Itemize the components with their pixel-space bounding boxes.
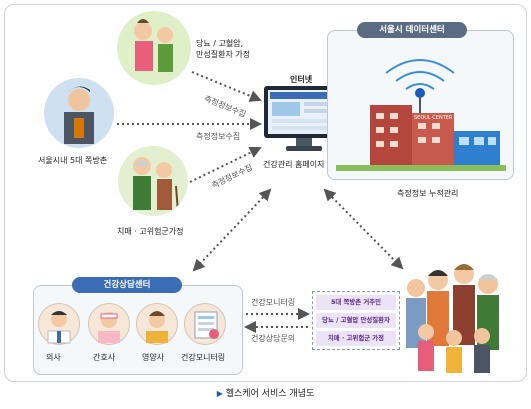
counsel-center-title: 건강상담센터 [72,277,182,293]
target-group-dementia: 치매 · 고위험군 가정 [316,331,396,346]
monitoring-illustration [184,303,226,345]
chronic-household-illustration [117,11,191,85]
nutritionist-illustration [136,303,178,345]
datacenter-caption: 측정정보 누적관리 [397,189,459,198]
dementia-household-label: 치매 · 고위험군가정 [117,227,184,236]
flow-label-consult: 건강상담문의 [251,334,296,343]
building-sign: SEOUL CENTER [414,115,453,121]
staff-label-monitoring: 건강모니터링 [181,353,226,362]
slum-resident-illustration [44,78,114,148]
caption-text: 헬스케어 서비스 개념도 [225,389,315,399]
flow-label-measure-2: 측정정보수집 [196,132,241,141]
target-group-chronic: 당뇨 / 고혈압 만성질환자 [316,313,396,328]
nurse-illustration [88,303,130,345]
residents-group-illustration [398,258,510,374]
flow-label-monitoring: 건강모니터링 [251,298,296,307]
datacenter-title: 서울시 데이터센터 [357,22,467,38]
figure-caption: ▶ 헬스케어 서비스 개념도 [0,386,531,399]
internet-label: 인터넷 [290,75,313,84]
target-group-box: 5대 쪽방촌 거주민 당뇨 / 고혈압 만성질환자 치매 · 고위험군 가정 [312,291,400,350]
doctor-illustration [38,303,80,345]
datacenter-box: SEOUL CENTER [327,30,514,180]
chronic-household-label: 당뇨 / 고혈압, 만성질환자 가정 [196,39,251,59]
staff-label-nutritionist: 영양사 [142,353,165,362]
dementia-household-illustration [118,146,188,216]
homepage-caption: 건강관리 홈페이지 [263,160,325,169]
staff-label-doctor: 의사 [46,353,61,362]
staff-label-nurse: 간호사 [93,353,116,362]
target-group-slum: 5대 쪽방촌 거주민 [316,295,396,310]
caption-bullet-icon: ▶ [216,389,223,398]
slum-resident-label: 서울시내 5대 쪽방촌 [38,156,108,165]
